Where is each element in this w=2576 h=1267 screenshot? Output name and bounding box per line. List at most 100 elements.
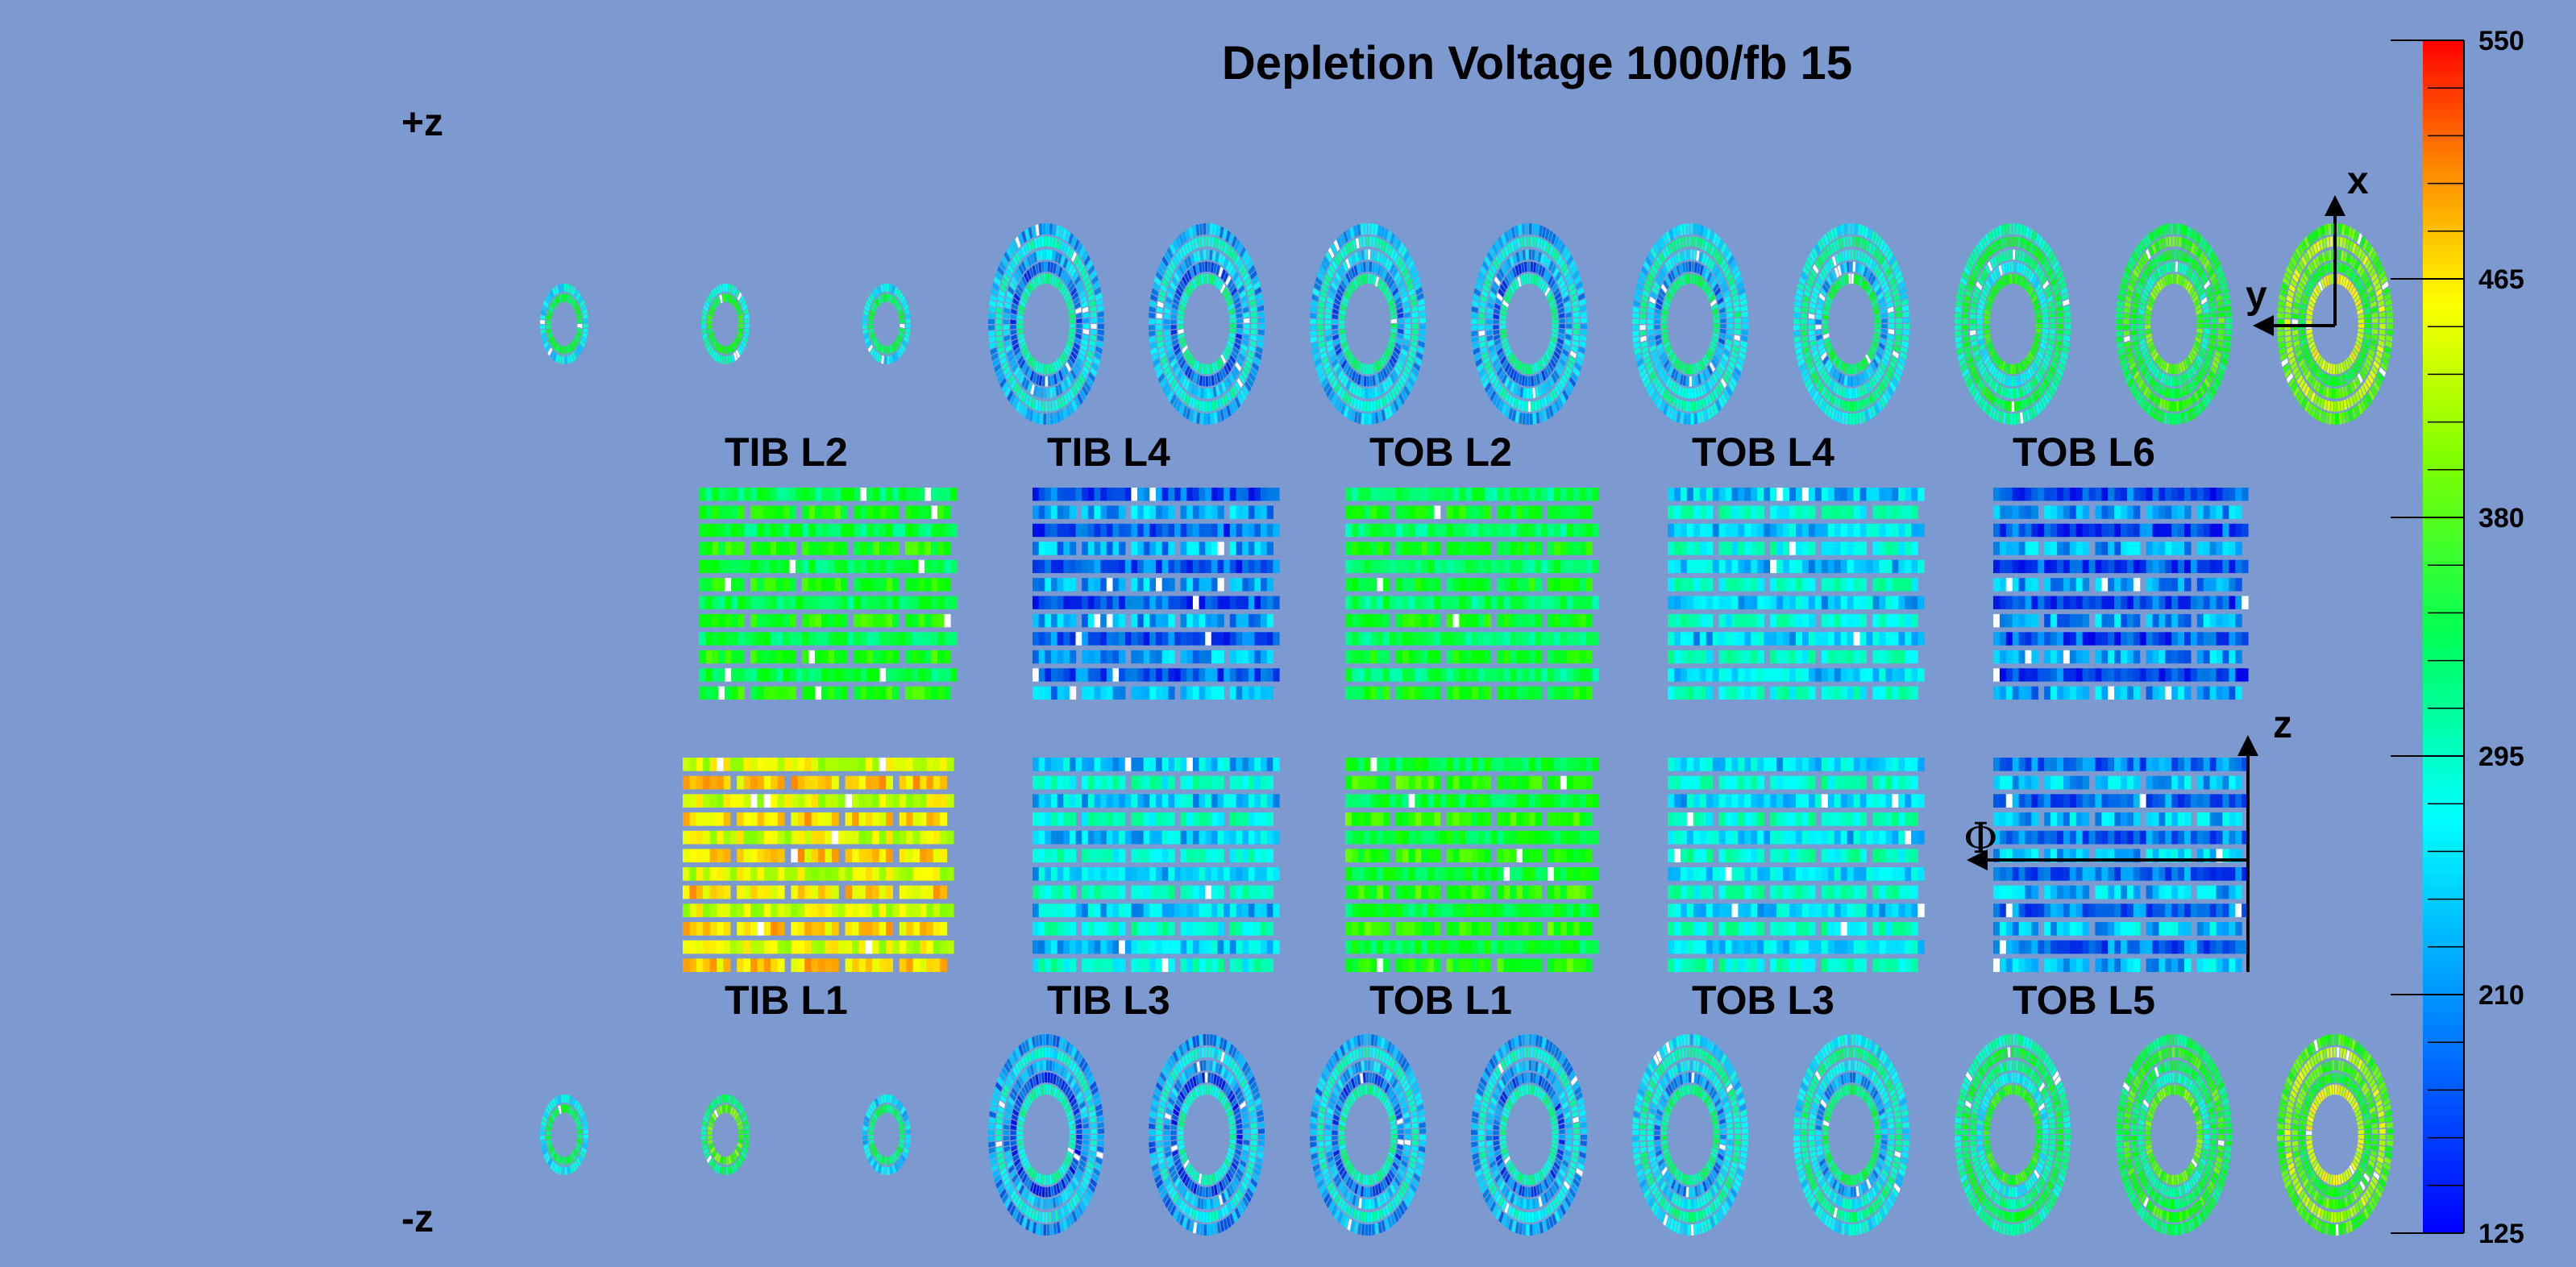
ring-module <box>1220 396 1226 407</box>
ring-module <box>547 347 553 356</box>
ring-module <box>1032 251 1037 263</box>
ring-module <box>1003 251 1011 263</box>
ring-module <box>1171 334 1178 341</box>
ring-module <box>1079 348 1086 357</box>
ring-module <box>1339 319 1345 324</box>
ring-module <box>1244 255 1251 266</box>
ring-module <box>867 344 873 353</box>
ring-module <box>1726 318 1734 323</box>
ring-module <box>883 346 887 355</box>
ring-module <box>1095 346 1103 355</box>
ring-module <box>1178 325 1184 330</box>
ring-module <box>1068 264 1074 275</box>
ring-module <box>1164 366 1171 376</box>
ring-module <box>1027 241 1032 252</box>
ring-module <box>1332 358 1338 368</box>
ring-module <box>1069 355 1076 364</box>
ring-module <box>1007 349 1013 358</box>
ring-module <box>1050 375 1054 386</box>
ring-module <box>1881 324 1888 329</box>
ring-module <box>1046 413 1050 425</box>
ring-module <box>1178 248 1184 260</box>
ring-module <box>1215 399 1219 410</box>
ring-module <box>1324 325 1332 330</box>
ring-module <box>1056 359 1061 370</box>
ring-module <box>1336 366 1342 377</box>
ring-module <box>866 300 871 308</box>
ring-module <box>872 301 878 310</box>
ring-module <box>580 340 585 348</box>
ring-module <box>1248 264 1256 276</box>
ring-module <box>1686 249 1690 260</box>
ring-module <box>1184 258 1190 269</box>
ring-module <box>1037 275 1041 286</box>
ring-module <box>1234 342 1240 351</box>
ring-module <box>1074 239 1080 251</box>
ring-module <box>1095 293 1103 301</box>
ring-module <box>995 313 1002 319</box>
ring-module <box>996 306 1003 314</box>
ring-module <box>1035 361 1040 372</box>
ring-module <box>1244 1135 1250 1140</box>
ring-module <box>1173 297 1179 306</box>
ring-module <box>1360 262 1364 273</box>
ring-module <box>1026 284 1032 294</box>
ring-module <box>561 284 564 293</box>
ring-module <box>1216 372 1221 384</box>
ring-module <box>1232 347 1240 355</box>
ring-module <box>1386 362 1393 372</box>
ring-module <box>1015 251 1021 264</box>
ring-module <box>582 332 588 339</box>
ring-module <box>1364 249 1368 260</box>
ring-module <box>1043 1224 1046 1236</box>
ring-module <box>577 318 583 323</box>
ring-module <box>1246 376 1254 388</box>
ring-module <box>1172 339 1178 347</box>
ring-module <box>1086 260 1093 271</box>
ring-module <box>737 292 742 301</box>
ring-module <box>1083 324 1090 329</box>
ring-module <box>1082 365 1090 375</box>
ring-module <box>551 339 556 347</box>
ring-module <box>1851 249 1855 260</box>
ring-module <box>1003 330 1010 336</box>
ring-module <box>992 282 999 291</box>
ring-module <box>1850 261 1853 272</box>
ring-module <box>1815 319 1822 324</box>
ring-module <box>995 271 1003 281</box>
ring-module <box>995 318 1002 324</box>
ring-module <box>1006 247 1013 259</box>
ring-module <box>717 354 721 363</box>
ring-module <box>1344 348 1351 358</box>
ring-module <box>869 293 875 301</box>
ring-module <box>887 284 890 293</box>
ring-module <box>1235 362 1242 372</box>
ring-module <box>1207 413 1211 425</box>
ring-module <box>1343 276 1349 286</box>
ring-module <box>1342 260 1348 272</box>
ring-module <box>1156 1129 1162 1135</box>
ring-module <box>1808 319 1814 324</box>
ring-module <box>709 335 716 344</box>
ring-module <box>1182 344 1188 354</box>
ring-module <box>1149 325 1155 330</box>
ring-module <box>1174 347 1181 356</box>
ring-module <box>1185 394 1190 405</box>
ring-module <box>1647 325 1654 330</box>
ring-module <box>1225 275 1232 286</box>
ring-module <box>1187 381 1193 393</box>
ring-module <box>1218 356 1224 368</box>
ring-module <box>1178 304 1186 312</box>
ring-module <box>1565 318 1573 323</box>
ring-module <box>1001 255 1008 268</box>
ring-module <box>1020 299 1026 308</box>
ring-module <box>1181 260 1187 272</box>
ring-module <box>1053 224 1057 236</box>
ring-module <box>904 336 909 343</box>
ring-module <box>707 319 713 324</box>
ring-module <box>1156 325 1162 330</box>
ring-module <box>1374 263 1378 274</box>
ring-module <box>1368 413 1372 425</box>
ring-module <box>1396 301 1402 309</box>
ring-module <box>1012 343 1020 351</box>
